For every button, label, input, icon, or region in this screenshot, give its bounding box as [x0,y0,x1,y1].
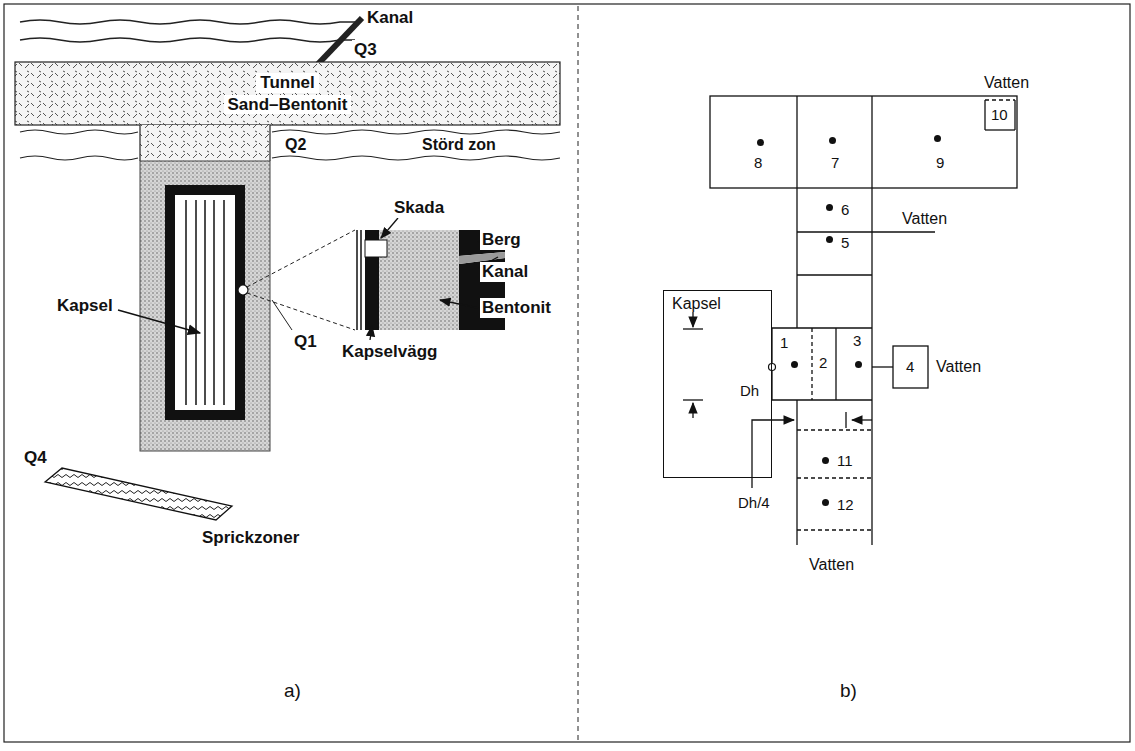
part-label: Berg [480,230,523,250]
compartment: 8 [710,96,797,188]
compartment: 6 [797,188,872,232]
compartment-number: 1 [780,334,788,351]
water-label: Vatten [807,556,856,574]
water-label: Vatten [900,210,949,228]
flow-label: Q2 [283,136,308,154]
zone-label: Störd zon [420,136,498,154]
compartment-number: 12 [837,496,854,513]
water-label: Vatten [982,74,1031,92]
panel-label: b) [838,680,859,702]
dimension-label: Dh [738,382,761,399]
compartment: 9 10 [872,96,1017,188]
compartment-number: 8 [754,154,762,171]
compartment-number: Kapsel [672,295,721,313]
node-point [829,137,836,144]
compartment: 11 [797,430,872,478]
channel-label: Kanal [365,8,415,28]
compartment-number: 10 [991,106,1008,123]
part-label: Bentonit [480,298,553,318]
compartment-number: 7 [831,154,839,171]
compartment: 12 [797,478,872,530]
panel-label: a) [282,680,303,702]
compartment: 1 [772,328,812,400]
compartment: 3 [836,328,872,400]
water-compartment: 10 [985,100,1015,130]
compartment-number: 4 [906,358,914,375]
dimension-label: Dh/4 [736,494,772,511]
node-point [757,139,764,146]
tunnel-band: TunnelSand–Bentonit [15,62,560,125]
node-point [822,499,829,506]
band-text: Sand–Bentonit [224,95,352,115]
compartment-number: 9 [936,154,944,171]
part-label: Kapselvägg [340,342,439,362]
flow-label: Q1 [292,332,319,352]
water-compartment: 4 [893,346,928,388]
compartment-number: 2 [819,354,827,371]
compartment-number: 6 [841,201,849,218]
node-point [826,236,833,243]
node-point [822,457,829,464]
node-point [791,361,798,368]
band-text: Tunnel [256,73,318,93]
flow-label: Q4 [22,448,49,468]
flow-label: Q3 [352,40,379,60]
part-label: Skada [392,198,446,218]
compartment-number: 11 [837,452,853,469]
compartment: 2 [812,328,836,400]
water-label: Vatten [934,358,983,376]
part-label: Kapsel [55,296,115,316]
compartment: 7 [797,96,872,188]
node-point [855,361,862,368]
zone-label: Sprickzoner [200,528,301,548]
compartment-number: 3 [853,332,861,349]
node-point [934,135,941,142]
compartment-number: 5 [841,234,849,251]
part-label: Kanal [480,262,530,282]
compartment: 5 [797,232,872,275]
node-point [826,204,833,211]
